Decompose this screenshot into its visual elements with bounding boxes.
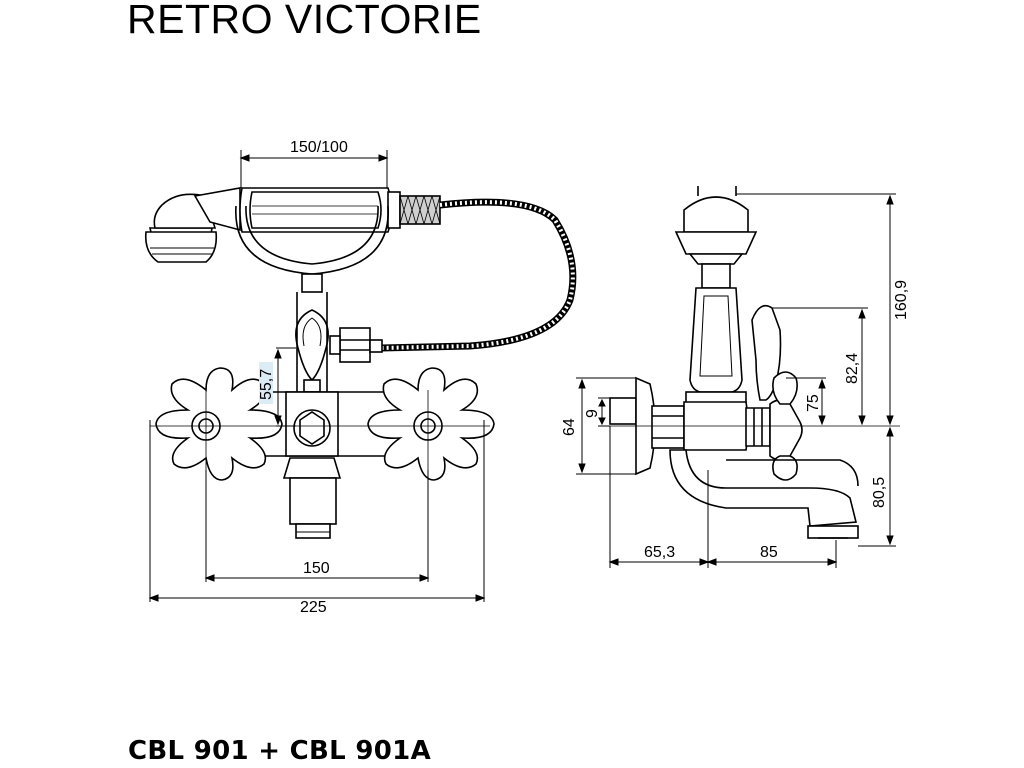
side-view — [600, 186, 900, 539]
dim-label-80-5: 80,5 — [871, 477, 888, 508]
diverter-lever — [295, 292, 329, 393]
hand-shower-head — [144, 193, 218, 263]
dim-label-82-4: 82,4 — [844, 353, 861, 384]
shower-hose — [379, 198, 577, 352]
hand-shower-handle — [193, 187, 441, 233]
product-title: RETRO VICTORIE — [127, 0, 482, 42]
dim-label-65-3: 65,3 — [644, 544, 675, 561]
dim-label-85: 85 — [760, 544, 778, 561]
shower-cradle — [235, 205, 389, 293]
dim-label-150: 150 — [303, 560, 330, 577]
hose-nut — [329, 327, 383, 363]
dim-label-225: 225 — [300, 599, 327, 616]
front-spout — [289, 477, 337, 539]
front-centerlines — [150, 390, 490, 470]
dim-label-75: 75 — [805, 394, 822, 412]
front-dimensions — [148, 150, 486, 602]
model-number: CBL 901 + CBL 901A — [128, 736, 431, 766]
dim-label-55-7: 55,7 — [258, 369, 275, 400]
side-dimensions — [576, 193, 896, 568]
dim-label-160-9: 160,9 — [893, 280, 910, 320]
dim-label-9: 9 — [584, 409, 601, 418]
dim-label-150-100: 150/100 — [290, 139, 348, 156]
right-cross-handle — [367, 367, 495, 481]
dim-label-64: 64 — [561, 418, 578, 436]
front-view — [144, 187, 577, 539]
